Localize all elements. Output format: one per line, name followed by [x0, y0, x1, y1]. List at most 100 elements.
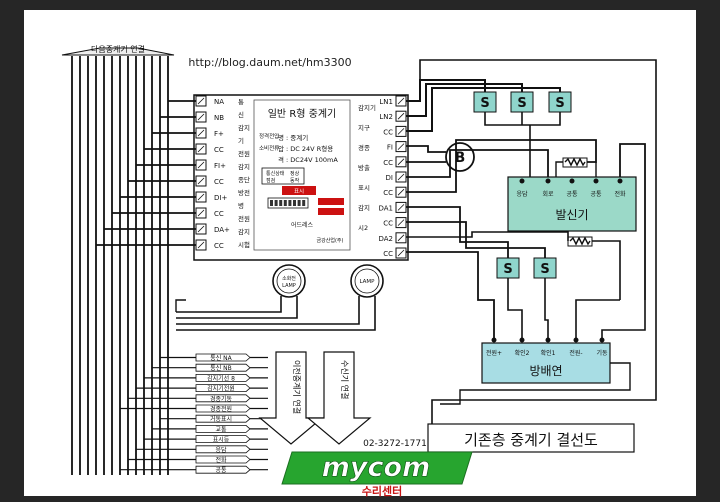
indicator-led [318, 198, 344, 205]
wire-list-label: 공통 [215, 467, 227, 474]
status-label: 동작 [290, 177, 300, 184]
side-label: 전원 [238, 149, 250, 158]
wire [176, 296, 298, 319]
spec-side: 정격전압 [259, 132, 279, 140]
spec-line: 압 : DC 24V R형용 [278, 145, 333, 153]
terminal-label: 공통 [590, 191, 602, 198]
terminal-label: CC [214, 146, 224, 154]
bell-label: B [455, 150, 466, 166]
side-label: 방출 [358, 163, 370, 172]
wire [555, 161, 563, 177]
terminal-dot [593, 178, 599, 184]
terminal-dot [617, 178, 623, 184]
upper-link-arrow: 다음중계기 연결 [61, 44, 175, 56]
maker-label: 금강산업(주) [317, 237, 344, 244]
wire-list-label: 통신 NA [210, 354, 232, 362]
prev-relay-arrow [258, 351, 324, 445]
receiver-label: 수신기 연결 [340, 360, 350, 399]
wire-list-label: 경종전원 [210, 405, 232, 413]
prev-relay-label: 이전중계기 연결 [292, 360, 302, 414]
side-label: 병 [238, 201, 244, 210]
wire-list-label: 거동표시 [210, 415, 232, 423]
side-label: 표시 [358, 184, 370, 192]
terminal-label: CC [214, 242, 224, 250]
smoke-exhaust-box [481, 342, 611, 384]
indicator-label: 표시 [294, 188, 304, 195]
wire-list-item [195, 435, 251, 443]
wire-list-label: 감지기선 8 [207, 374, 235, 382]
side-label: 감지 [358, 203, 370, 212]
terminal-label: LN2 [379, 113, 393, 121]
indicator-led [282, 186, 316, 195]
side-label: 감지 [238, 227, 250, 236]
side-label: 감지 [238, 123, 250, 132]
terminal-label: DI+ [214, 194, 227, 202]
side-label: 감지기 [358, 103, 376, 112]
wire [406, 87, 561, 132]
upper-link-label: 다음중계기 연결 [91, 44, 145, 54]
wire [419, 59, 657, 424]
terminal-label: CC [383, 159, 393, 167]
wire [575, 299, 620, 340]
wire [406, 139, 597, 193]
terminal-label: DA1 [378, 204, 393, 212]
spec-line: 명 : 중계기 [278, 133, 308, 142]
wire [601, 300, 646, 340]
terminal-label: 회로 [542, 190, 554, 198]
smoke-exhaust-title: 방배연 [529, 364, 562, 378]
status-label: 점검 [266, 177, 275, 184]
wire [406, 231, 569, 241]
terminal-label: DA2 [378, 235, 393, 243]
wire-list-label: 전화 [215, 456, 227, 464]
terminal-label: CC [383, 220, 393, 228]
wire-list-item [195, 404, 251, 413]
terminal-dot [519, 178, 525, 184]
wire-list-item [195, 414, 251, 423]
logo-text: mycom [322, 452, 430, 483]
wire-list-label: 교통 [215, 426, 227, 433]
mycom-logo[interactable]: mycom 수리센터 [281, 451, 473, 498]
dip-switch [267, 197, 309, 209]
terminal-label: F+ [214, 130, 224, 138]
diagram-title-box [427, 423, 635, 453]
side-label: 감지 [238, 162, 250, 171]
relay-title: 일반 R형 중계기 [268, 108, 337, 120]
wire-list-label: 통신 NB [210, 364, 232, 372]
terminal-label: 전원+ [486, 349, 502, 357]
transmitter-title: 발신기 [555, 208, 588, 222]
s-detector-label: S [555, 96, 564, 111]
wire-list-item [195, 363, 251, 372]
s-detector-label: S [480, 96, 489, 111]
terminal-dot [545, 178, 551, 184]
wire-list-item [195, 374, 251, 382]
wire [507, 278, 523, 340]
wire-list-item [195, 384, 251, 392]
bus-lines [71, 56, 169, 475]
spec-side: 소비전류 [259, 144, 279, 152]
side-label: 경종 [358, 143, 370, 152]
direction-arrows: 이전중계기 연결 수신기 연결 [258, 351, 372, 445]
terminal-label: NB [214, 114, 224, 122]
terminal-dot [569, 178, 575, 184]
wire [176, 296, 360, 325]
blog-url[interactable]: http://blog.daum.net/hm3300 [188, 56, 351, 69]
wiring [96, 59, 657, 424]
terminal-label: FI+ [214, 162, 226, 170]
terminal-label: CC [214, 210, 224, 218]
wire-list-label: 감지기전원 [207, 385, 235, 393]
wire [619, 143, 646, 300]
receiver-arrow [306, 351, 372, 445]
terminal-label: 전원- [569, 349, 582, 357]
logo-subtitle: 수리센터 [362, 484, 402, 498]
wire-list-label: 응답 [215, 447, 227, 454]
terminal-label: 기동 [596, 349, 608, 357]
wire [406, 149, 549, 178]
wire-list-item [195, 394, 251, 403]
side-label: 통 [238, 98, 244, 106]
